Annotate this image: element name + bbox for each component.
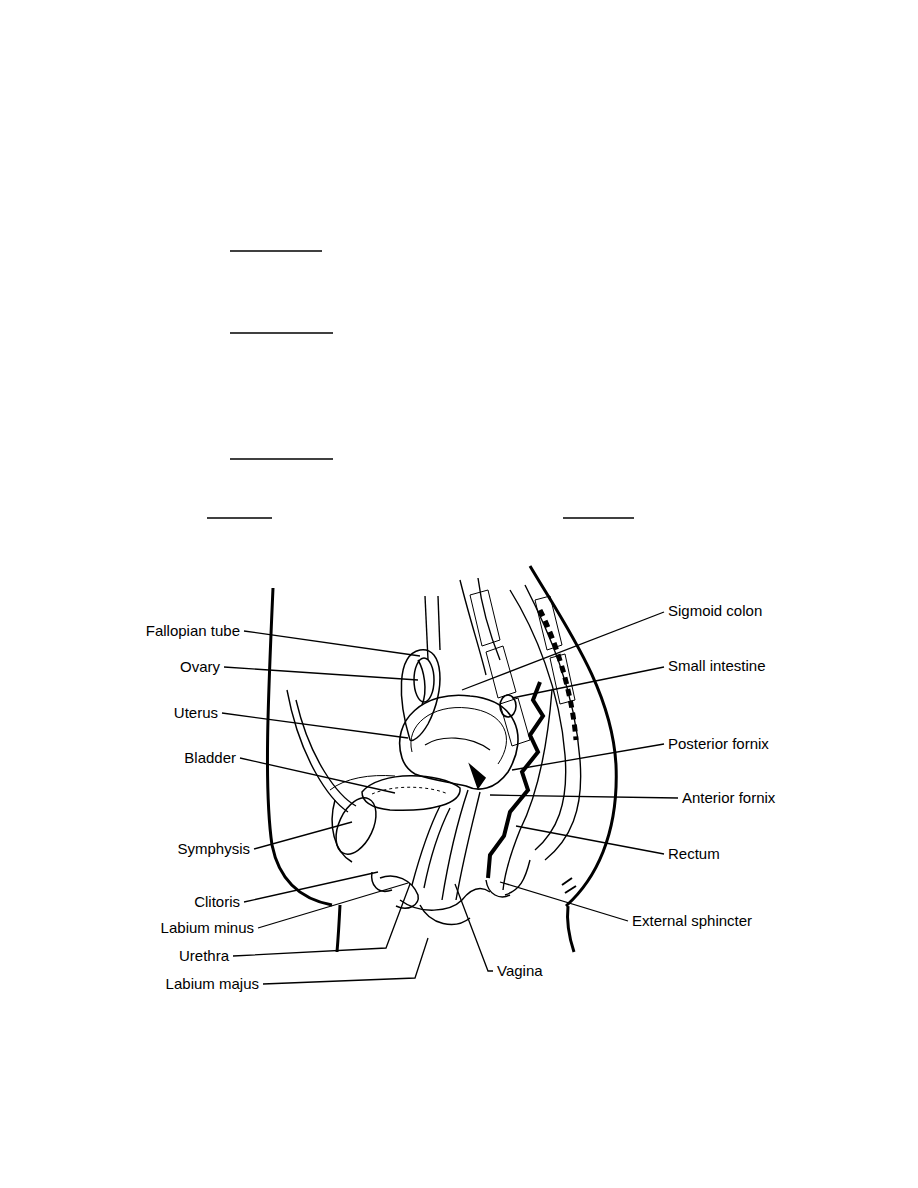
drawing-stroke	[462, 612, 664, 690]
drawing-stroke	[412, 806, 440, 885]
drawing-stroke	[418, 660, 425, 705]
drawing-stroke	[535, 596, 562, 650]
drawing-stroke	[330, 776, 395, 790]
part-label: External sphincter	[632, 912, 752, 930]
drawing-stroke	[488, 682, 543, 878]
part-label: Bladder	[184, 749, 236, 767]
drawing-stroke	[380, 876, 418, 908]
part-label: Urethra	[179, 947, 229, 965]
drawing-stroke	[425, 738, 490, 750]
drawing-stroke	[332, 800, 352, 862]
drawing-stroke	[503, 690, 552, 890]
drawing-stroke	[224, 667, 418, 680]
drawing-stroke	[258, 883, 408, 928]
drawing-stroke	[470, 765, 485, 788]
leader-lines	[222, 612, 678, 984]
part-label: Sigmoid colon	[668, 602, 762, 620]
drawing-stroke	[230, 458, 333, 459]
part-label: Anterior fornix	[682, 789, 775, 807]
drawing-stroke	[486, 646, 516, 698]
drawing-stroke	[230, 250, 322, 251]
drawing-stroke	[567, 906, 574, 952]
drawing-stroke	[512, 667, 664, 698]
drawing-stroke	[411, 708, 507, 764]
drawing-stroke	[486, 880, 510, 897]
drawing-stroke	[516, 826, 664, 854]
vagina-urethra	[412, 790, 480, 900]
drawing-stroke	[240, 758, 395, 793]
part-label: Symphysis	[177, 840, 250, 858]
drawing-stroke	[207, 517, 272, 518]
part-label: Rectum	[668, 845, 720, 863]
spine-vertebrae	[470, 590, 575, 746]
external-genitalia	[372, 872, 490, 924]
drawing-stroke	[337, 905, 340, 952]
rectum	[486, 682, 552, 897]
drawing-stroke	[470, 590, 500, 646]
drawing-stroke	[296, 700, 356, 806]
drawing-stroke	[244, 631, 420, 656]
drawing-stroke	[525, 585, 581, 860]
drawing-stroke	[500, 882, 628, 921]
drawing-stroke	[563, 517, 634, 518]
part-label: Ovary	[180, 658, 220, 676]
drawing-stroke	[400, 695, 518, 789]
drawing-stroke	[287, 690, 348, 812]
part-label: Fallopian tube	[146, 622, 240, 640]
drawing-stroke	[424, 808, 450, 888]
pelvic-structures	[287, 578, 581, 895]
part-label: Uterus	[174, 704, 218, 722]
drawing-stroke	[490, 795, 678, 798]
drawing-stroke	[420, 905, 470, 924]
drawing-stroke	[512, 744, 664, 770]
part-label: Vagina	[497, 962, 543, 980]
part-label: Small intestine	[668, 657, 766, 675]
drawing-stroke	[362, 776, 460, 811]
drawing-stroke	[562, 878, 576, 893]
drawing-stroke	[254, 822, 352, 849]
drawing-stroke	[233, 884, 410, 956]
part-label: Labium majus	[166, 975, 259, 993]
drawing-stroke	[456, 792, 480, 900]
part-label: Clitoris	[194, 893, 240, 911]
drawing-stroke	[530, 566, 616, 906]
fallopian-tube-ovary	[401, 650, 440, 741]
drawing-stroke	[400, 889, 490, 910]
drawing-stroke	[401, 650, 440, 741]
drawing-stroke	[230, 332, 333, 333]
uterus	[400, 695, 518, 789]
drawing-stroke	[222, 713, 408, 738]
drawing-stroke	[438, 596, 440, 650]
body-outline	[267, 566, 616, 952]
drawing-stroke	[442, 790, 468, 900]
drawing-stroke	[263, 938, 428, 984]
drawing-stroke	[550, 654, 575, 704]
drawing-stroke	[455, 884, 493, 971]
part-label: Posterior fornix	[668, 735, 769, 753]
blank-lines	[207, 251, 634, 518]
part-label: Labium minus	[161, 919, 254, 937]
